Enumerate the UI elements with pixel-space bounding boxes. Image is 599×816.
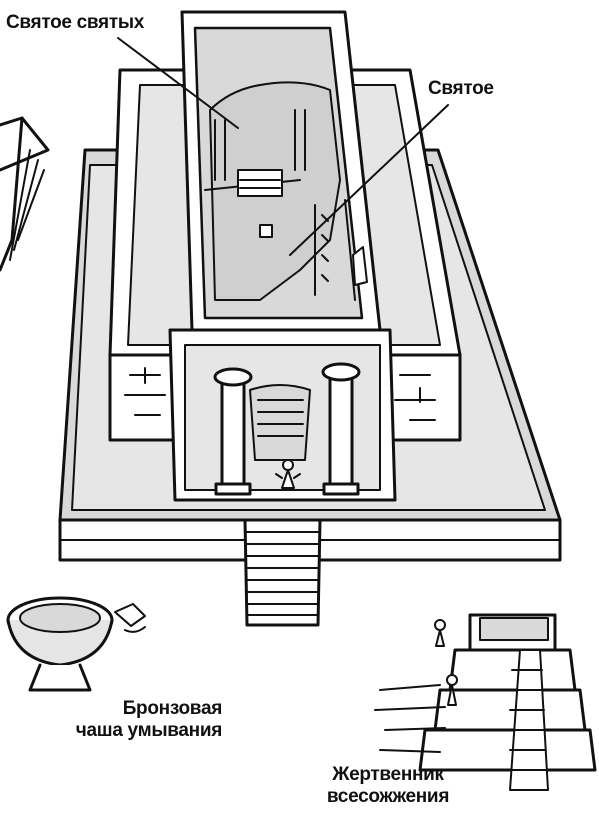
sanctuary-building (182, 12, 380, 330)
label-holy-place: Святое (428, 78, 494, 100)
label-bronze-laver-line-2: чаша умывания (40, 720, 222, 742)
left-structure-fragment (0, 118, 48, 270)
front-stairs (245, 520, 320, 625)
laver-icon (8, 598, 145, 690)
label-altar-line-1: Жертвенник (320, 764, 456, 786)
porch (170, 330, 395, 500)
label-altar: Жертвенник всесожжения (320, 764, 456, 808)
label-bronze-laver: Бронзовая чаша умывания (40, 698, 222, 742)
label-bronze-laver-line-1: Бронзовая (40, 698, 222, 720)
label-altar-line-2: всесожжения (320, 786, 456, 808)
label-holy-of-holies: Святое святых (6, 12, 144, 34)
